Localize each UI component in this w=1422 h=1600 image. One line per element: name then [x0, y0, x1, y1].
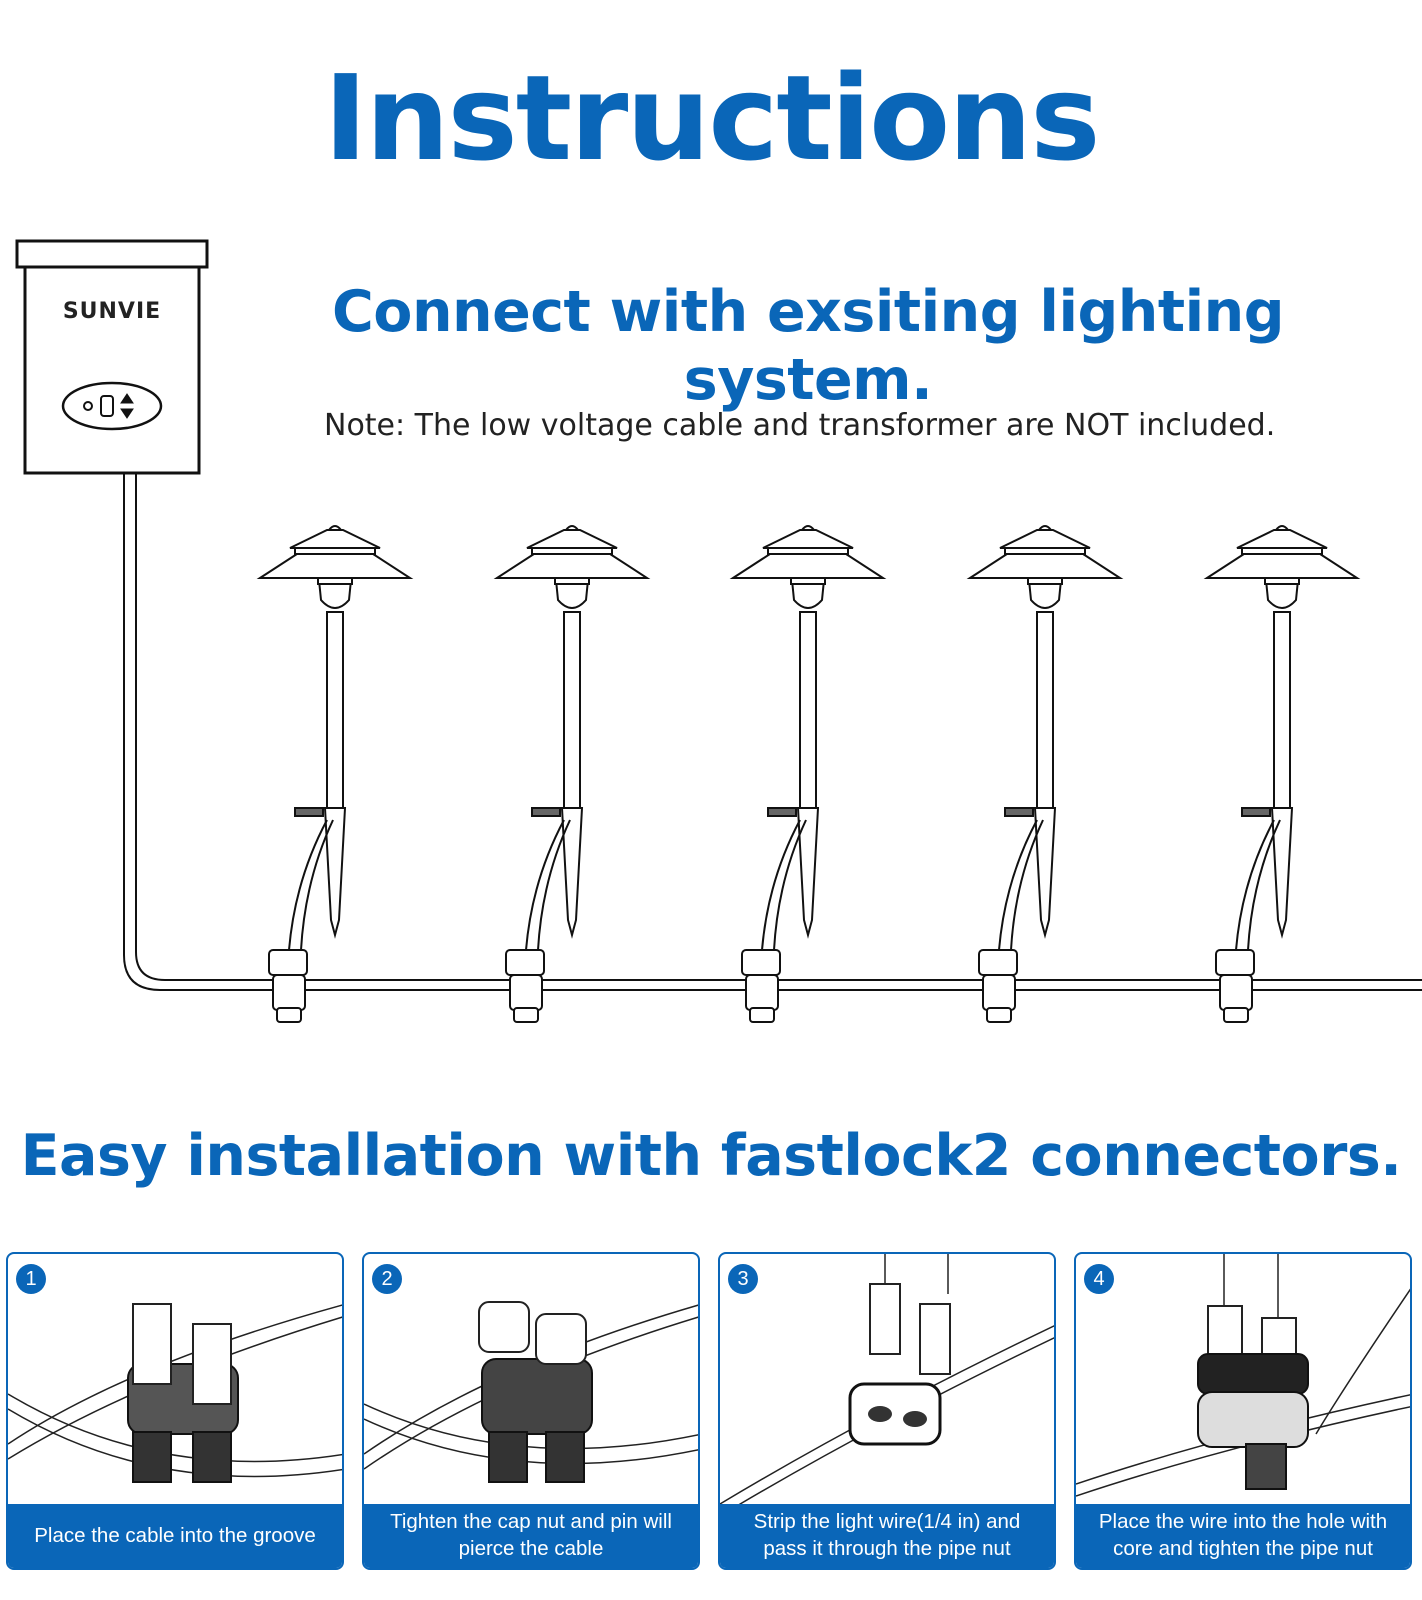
strip-wire-illustration: [720, 1254, 1054, 1506]
cap-nut-illustration: [364, 1301, 698, 1483]
section-heading-installation: Easy installation with fastlock2 connect…: [20, 1123, 1402, 1189]
step-caption: Tighten the cap nut and pin will pierce …: [364, 1504, 698, 1568]
step-number-badge: 4: [1084, 1264, 1114, 1294]
low-voltage-cable: [123, 473, 1422, 991]
step-number-badge: 1: [16, 1264, 46, 1294]
step-card-1: 1 Place the cable into the groove: [6, 1252, 344, 1570]
path-light: [256, 525, 414, 1023]
step-card-4: 4 Place the wire into the hole with core…: [1074, 1252, 1412, 1570]
transformer-box: [15, 239, 209, 475]
step-caption: Strip the light wire(1/4 in) and pass it…: [720, 1504, 1054, 1568]
step-number-badge: 3: [728, 1264, 758, 1294]
section-heading-connect: Connect with exsiting lighting system.: [331, 279, 1285, 414]
path-light: [1203, 525, 1361, 1023]
step-caption: Place the wire into the hole with core a…: [1076, 1504, 1410, 1568]
path-light: [729, 525, 887, 1023]
connector-groove-illustration: [8, 1303, 342, 1483]
path-light: [493, 525, 651, 1023]
path-light: [966, 525, 1124, 1023]
transformer-brand: SUNVIE: [63, 299, 161, 324]
note-text: Note: The low voltage cable and transfor…: [324, 408, 1276, 443]
step-card-3: 3 Strip the light wire(1/4 in) and pass …: [718, 1252, 1056, 1570]
step-caption: Place the cable into the groove: [8, 1504, 342, 1568]
step-card-2: 2 Tighten the cap nut and pin will pierc…: [362, 1252, 700, 1570]
tighten-pipe-nut-illustration: [1076, 1254, 1410, 1497]
lighting-system-diagram: SUNVIE: [15, 239, 1422, 1023]
step-number-badge: 2: [372, 1264, 402, 1294]
page-title: Instructions: [323, 49, 1101, 187]
